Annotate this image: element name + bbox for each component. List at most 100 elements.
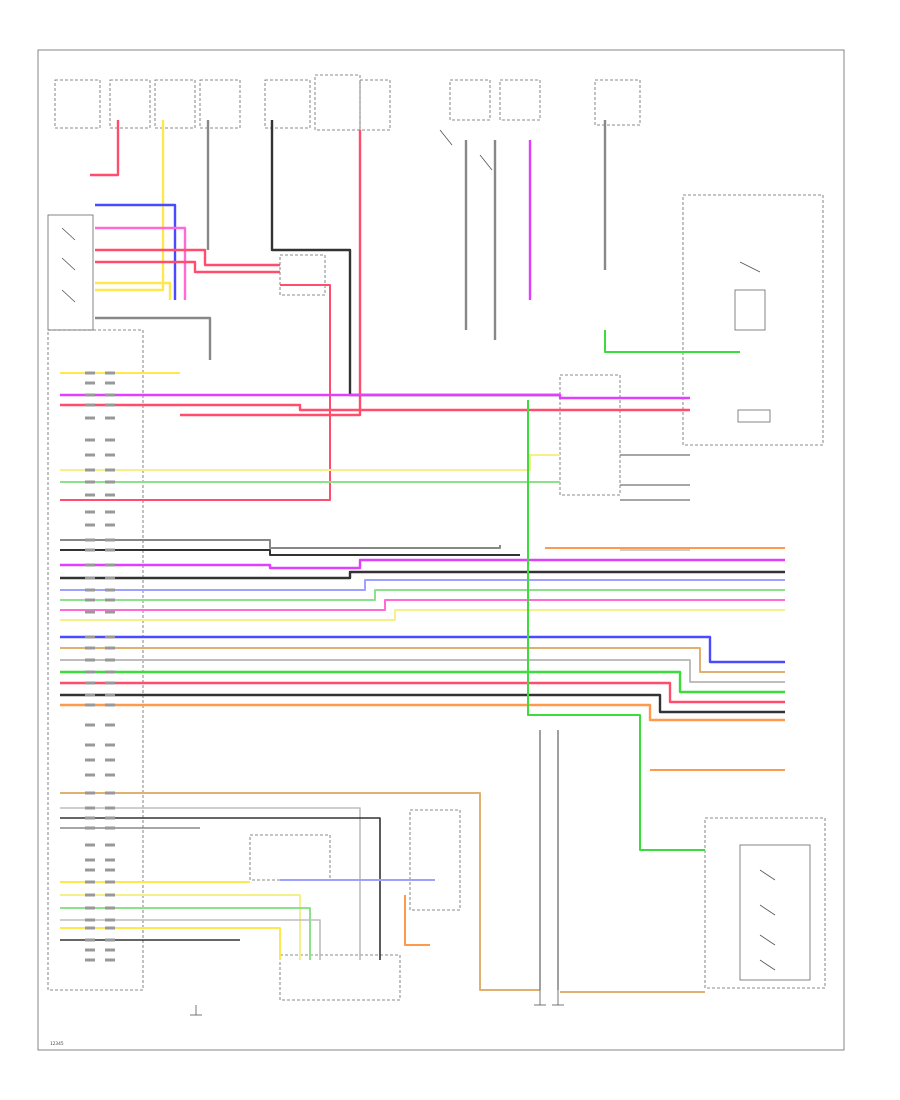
relay-mid	[279, 254, 326, 296]
wire-green-38	[527, 400, 705, 851]
fuse-box-9	[499, 79, 541, 121]
pin-mark	[85, 806, 95, 810]
pin-mark	[85, 791, 95, 795]
pin-mark	[105, 468, 115, 472]
fuse-box-1	[54, 79, 101, 129]
pin-mark	[105, 723, 115, 727]
pin-mark	[105, 843, 115, 847]
relay-box	[734, 289, 766, 331]
pin-mark	[85, 523, 95, 527]
pin-mark	[85, 958, 95, 962]
wire-red-13	[95, 248, 280, 267]
fuse-box-6	[314, 74, 361, 131]
pin-mark	[85, 548, 95, 552]
pin-mark	[105, 598, 115, 602]
pin-mark	[105, 646, 115, 650]
pin-mark	[85, 893, 95, 897]
wire-gray-22	[60, 539, 501, 549]
lower-module	[249, 834, 331, 881]
wire-light_yellow-20	[60, 454, 560, 471]
pin-mark	[85, 393, 95, 397]
wire-tan-45	[60, 792, 540, 991]
pin-mark	[105, 743, 115, 747]
pin-mark	[105, 758, 115, 762]
pin-mark	[85, 453, 95, 457]
pin-mark	[105, 816, 115, 820]
fuse-box-3	[154, 79, 196, 129]
pin-mark	[85, 868, 95, 872]
wire-red-1	[90, 120, 120, 177]
pin-mark	[85, 416, 95, 420]
wire-magenta-18	[60, 393, 690, 400]
wire-yellow-2	[95, 120, 165, 292]
pin-mark	[85, 480, 95, 484]
pin-mark	[85, 493, 95, 497]
wire-red-16	[60, 284, 331, 501]
pin-mark	[85, 510, 95, 514]
pin-mark	[85, 743, 95, 747]
pin-mark	[85, 826, 95, 830]
switch-symbols	[61, 129, 776, 971]
pin-mark	[85, 538, 95, 542]
pin-mark	[85, 588, 95, 592]
wire-green-39	[604, 330, 740, 353]
pin-mark	[85, 843, 95, 847]
pin-mark	[105, 510, 115, 514]
wire-orange-56	[404, 895, 430, 946]
wire-blue-31	[60, 635, 785, 664]
sensor-block	[409, 809, 461, 911]
wire-yellow-54	[60, 927, 281, 960]
wire-labels	[85, 371, 115, 962]
pin-mark	[105, 438, 115, 442]
wire-black-36	[60, 693, 785, 714]
pin-mark	[85, 918, 95, 922]
wire-light_blue-26	[60, 579, 785, 591]
pin-mark	[105, 393, 115, 397]
wire-red-19	[60, 403, 690, 412]
pin-mark	[105, 493, 115, 497]
pin-mark	[105, 681, 115, 685]
pin-mark	[105, 670, 115, 674]
pin-mark	[105, 610, 115, 614]
pin-mark	[85, 576, 95, 580]
wire-red-12	[95, 260, 280, 274]
pin-mark	[105, 403, 115, 407]
footer-code: 12345	[50, 1041, 64, 1047]
pin-mark	[85, 858, 95, 862]
pin-mark	[85, 635, 95, 639]
wire-blue-10	[95, 203, 177, 300]
pin-mark	[85, 693, 95, 697]
wire-red-5	[180, 130, 362, 417]
wire-pink-11	[95, 226, 187, 300]
wire-tan-32	[60, 647, 785, 673]
pin-mark	[105, 563, 115, 567]
right-component-bottom	[704, 817, 826, 989]
wire-light_gray-33	[60, 659, 785, 683]
pin-mark	[105, 880, 115, 884]
pin-mark	[105, 588, 115, 592]
pin-mark	[105, 926, 115, 930]
pin-mark	[105, 806, 115, 810]
wire-orange-37	[60, 703, 785, 722]
pin-mark	[105, 826, 115, 830]
pin-mark	[105, 791, 115, 795]
fuse-box-4	[199, 79, 241, 129]
pin-mark	[85, 880, 95, 884]
fuse-box-10	[594, 79, 641, 126]
left-switch-block	[47, 214, 94, 331]
pin-mark	[105, 693, 115, 697]
ground-symbols	[190, 990, 564, 1016]
wire-magenta-24	[60, 558, 785, 570]
fuse-group-top	[54, 74, 641, 131]
pin-mark	[85, 381, 95, 385]
pin-mark	[105, 868, 115, 872]
wire-light_gray-46	[60, 807, 361, 960]
indicator-box	[737, 409, 771, 423]
bottom-sensor-block	[279, 954, 401, 1001]
pin-mark	[105, 858, 115, 862]
pin-mark	[85, 468, 95, 472]
pin-mark	[85, 773, 95, 777]
pin-mark	[85, 670, 95, 674]
fuse-box-7	[359, 79, 391, 131]
